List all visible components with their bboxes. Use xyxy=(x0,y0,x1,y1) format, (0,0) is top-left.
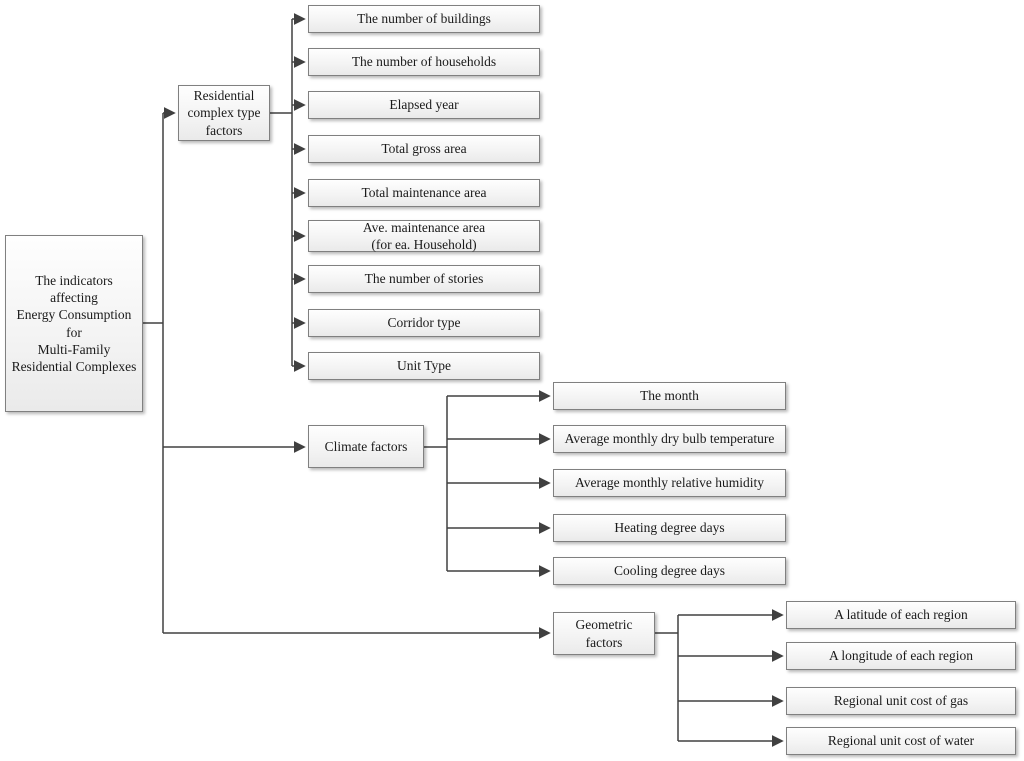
leaf-elapsed-year: Elapsed year xyxy=(308,91,540,119)
node-root-indicators: The indicators affecting Energy Consumpt… xyxy=(5,235,143,412)
leaf-regional-unit-cost-of-water: Regional unit cost of water xyxy=(786,727,1016,755)
leaf-number-of-households: The number of households xyxy=(308,48,540,76)
leaf-total-gross-area: Total gross area xyxy=(308,135,540,163)
leaf-number-of-stories: The number of stories xyxy=(308,265,540,293)
leaf-corridor-type: Corridor type xyxy=(308,309,540,337)
leaf-unit-type: Unit Type xyxy=(308,352,540,380)
leaf-longitude-of-each-region: A longitude of each region xyxy=(786,642,1016,670)
leaf-number-of-buildings: The number of buildings xyxy=(308,5,540,33)
node-branch-climate-factors: Climate factors xyxy=(308,425,424,468)
leaf-total-maintenance-area: Total maintenance area xyxy=(308,179,540,207)
leaf-regional-unit-cost-of-gas: Regional unit cost of gas xyxy=(786,687,1016,715)
leaf-the-month: The month xyxy=(553,382,786,410)
leaf-avg-monthly-dry-bulb-temperature: Average monthly dry bulb temperature xyxy=(553,425,786,453)
leaf-heating-degree-days: Heating degree days xyxy=(553,514,786,542)
node-branch-residential-complex-type-factors: Residential complex type factors xyxy=(178,85,270,141)
leaf-latitude-of-each-region: A latitude of each region xyxy=(786,601,1016,629)
leaf-cooling-degree-days: Cooling degree days xyxy=(553,557,786,585)
leaf-ave-maintenance-area: Ave. maintenance area (for ea. Household… xyxy=(308,220,540,252)
leaf-avg-monthly-relative-humidity: Average monthly relative humidity xyxy=(553,469,786,497)
node-branch-geometric-factors: Geometric factors xyxy=(553,612,655,655)
